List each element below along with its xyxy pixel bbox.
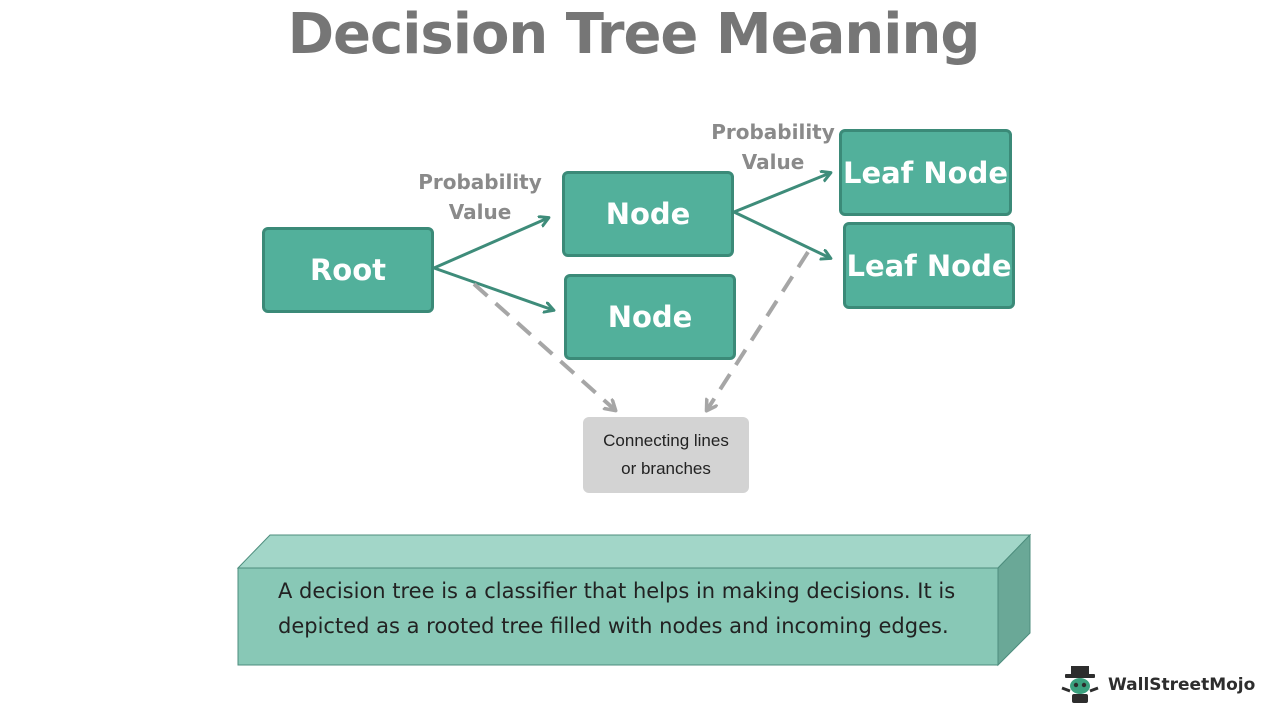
dashed-arrow-right (707, 250, 810, 410)
branches-callout: Connecting lines or branches (583, 417, 749, 493)
node-bottom: Node (564, 274, 736, 360)
arrow-root-to-node-bottom (433, 266, 553, 310)
arrow-root-to-node-top (433, 218, 548, 270)
brand-logo: WallStreetMojo (1058, 664, 1255, 706)
definition-line2: depicted as a rooted tree filled with no… (278, 614, 949, 638)
probability-label-left-line1: Probability (418, 170, 542, 194)
brand-name: WallStreetMojo (1108, 675, 1256, 695)
mascot-icon (1061, 666, 1099, 703)
banner-top-face (236, 534, 1032, 569)
probability-label-left-line2: Value (448, 200, 512, 224)
probability-label-right-line2: Value (741, 150, 805, 174)
leaf-node-top: Leaf Node (839, 129, 1012, 216)
dashed-arrow-left (472, 282, 615, 410)
probability-label-right: Probability Value (703, 117, 843, 177)
arrow-node-to-leaf-bottom (733, 210, 830, 258)
branches-callout-line2: or branches (621, 459, 711, 478)
leaf-node-bottom: Leaf Node (843, 222, 1015, 309)
root-node: Root (262, 227, 434, 313)
definition-line1: A decision tree is a classifier that hel… (278, 579, 956, 603)
definition-text: A decision tree is a classifier that hel… (278, 574, 978, 644)
page-title: Decision Tree Meaning (287, 2, 981, 67)
node-top: Node (562, 171, 734, 257)
banner-front-face (237, 567, 999, 666)
branches-callout-line1: Connecting lines (603, 431, 729, 450)
probability-label-left: Probability Value (410, 167, 550, 227)
arrow-node-to-leaf-top (733, 173, 830, 214)
probability-label-right-line1: Probability (711, 120, 835, 144)
